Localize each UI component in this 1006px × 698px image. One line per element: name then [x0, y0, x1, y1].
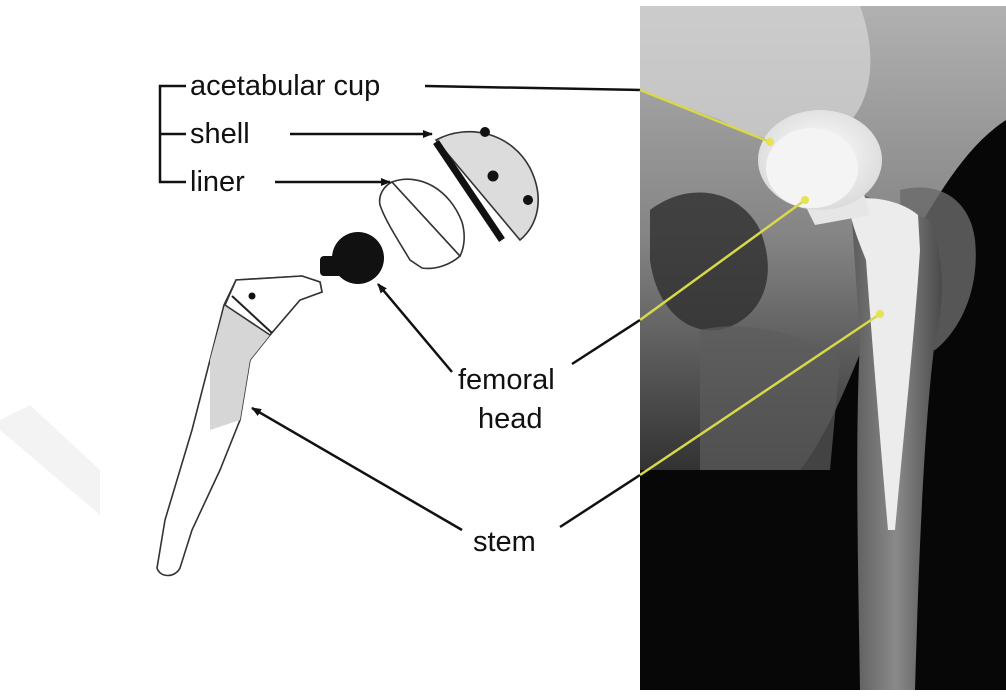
liner-drawing	[380, 179, 465, 268]
label-acetabular-cup: acetabular cup	[190, 72, 380, 101]
stem-arrow	[252, 408, 462, 530]
label-shell: shell	[190, 120, 250, 149]
stem-marker	[876, 310, 884, 318]
acetabular-cup-bracket	[160, 86, 186, 182]
acetabular-cup-marker	[766, 138, 774, 146]
femoral-head-leader	[572, 320, 640, 364]
acetabular-cup-leader	[425, 86, 640, 90]
femoral-head-marker	[801, 196, 809, 204]
xray-image	[640, 6, 1006, 690]
label-liner: liner	[190, 168, 245, 197]
label-femoral-head-line1: femoral	[458, 366, 555, 395]
stem-drawing	[157, 276, 322, 576]
femoral-head-drawing	[320, 232, 384, 284]
femoral-head-arrow	[378, 284, 452, 372]
label-stem: stem	[473, 528, 536, 557]
label-femoral-head-line2: head	[478, 405, 543, 434]
watermark-chevron	[0, 405, 100, 515]
stem-leader	[560, 475, 640, 527]
